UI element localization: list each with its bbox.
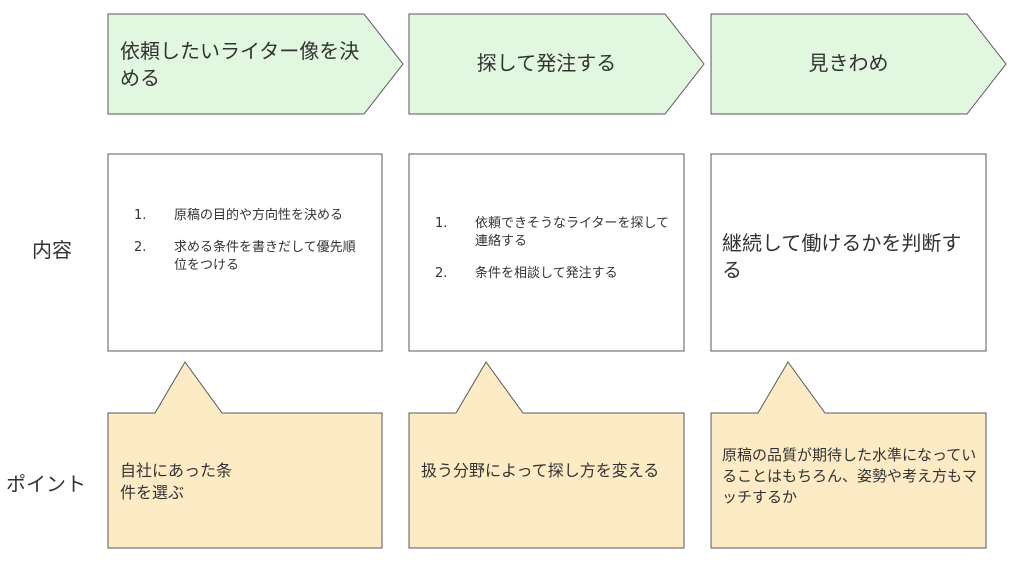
- list-item-number: 2.: [134, 240, 147, 255]
- content-box-1: [107, 153, 383, 352]
- content-box-2: [408, 153, 685, 352]
- point-text-2: 扱う分野によって探し方を変える: [421, 461, 660, 480]
- step-title-3: 見きわめ: [808, 51, 889, 75]
- row-label-content: 内容: [32, 238, 72, 262]
- list-item-text: 原稿の目的や方向性を決める: [174, 208, 344, 223]
- row-label-point: ポイント: [6, 472, 86, 496]
- list-item: 1. 依頼できそうなライターを探して連絡する: [435, 215, 670, 251]
- content-list-2: 1. 依頼できそうなライターを探して連絡する 2. 条件を相談して発注する: [435, 215, 670, 297]
- callout-box-2: [408, 361, 685, 549]
- content-list-1: 1. 原稿の目的や方向性を決める 2. 求める条件を書きだして優先順位をつける: [134, 207, 366, 289]
- step-arrow-3: [710, 13, 1007, 115]
- point-text-3: 原稿の品質が期待した水準になっていることはもちろん、姿勢や考え方もマッチするか: [722, 446, 978, 506]
- list-item-number: 2.: [435, 266, 448, 281]
- list-item-text: 条件を相談して発注する: [475, 266, 618, 281]
- list-item: 2. 条件を相談して発注する: [435, 265, 670, 283]
- step-arrow-1: [107, 13, 404, 115]
- content-text-3: 継続して働けるかを判断する: [722, 231, 962, 282]
- list-item-number: 1.: [435, 216, 448, 231]
- list-item-text: 依頼できそうなライターを探して連絡する: [475, 216, 670, 249]
- list-item: 1. 原稿の目的や方向性を決める: [134, 207, 366, 225]
- content-box-3: [710, 153, 987, 352]
- callout-box-1: [107, 361, 383, 549]
- list-item: 2. 求める条件を書きだして優先順位をつける: [134, 239, 366, 275]
- list-item-text: 求める条件を書きだして優先順位をつける: [174, 240, 356, 273]
- point-text-1: 自社にあった条件を選ぶ: [120, 461, 233, 502]
- step-title-1: 依頼したいライター像を決める: [120, 39, 360, 90]
- list-item-number: 1.: [134, 208, 147, 223]
- step-arrow-2: [408, 13, 705, 115]
- step-title-2: 探して発注する: [476, 51, 617, 75]
- callout-box-3: [710, 361, 987, 549]
